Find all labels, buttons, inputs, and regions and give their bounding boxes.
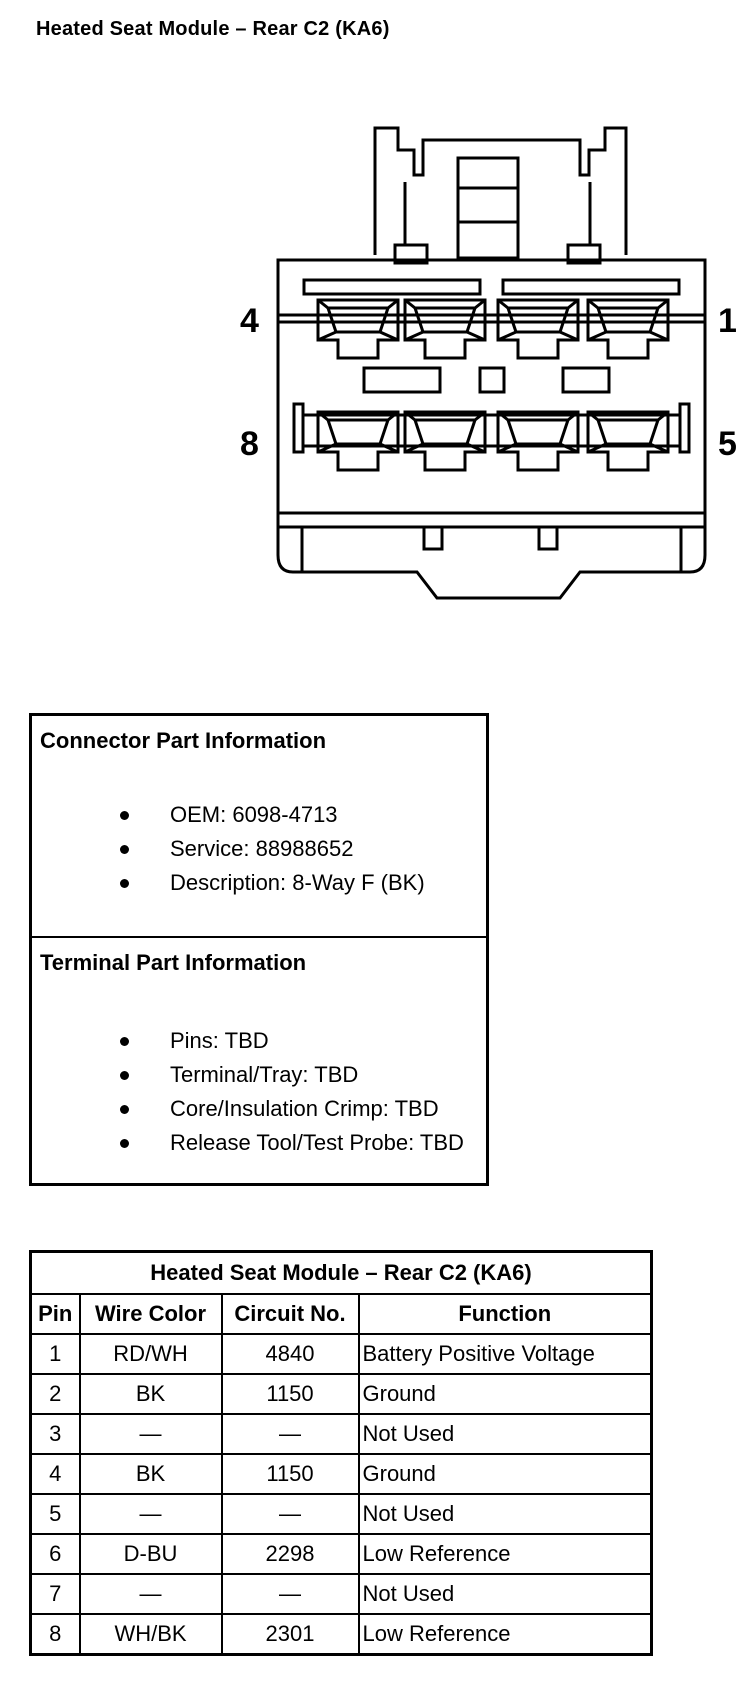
bullet-icon [120, 1037, 129, 1046]
column-header-circuit-no: Circuit No. [220, 1293, 360, 1335]
part-information-box: Connector Part Information OEM: 6098-471… [29, 713, 489, 1186]
table-row: 1 RD/WH 4840 Battery Positive Voltage [29, 1333, 653, 1375]
pin-cell: 5 [29, 1493, 81, 1535]
bullet-icon [120, 1105, 129, 1114]
function-cell: Not Used [357, 1493, 653, 1535]
wire-color-cell: — [78, 1493, 223, 1535]
wire-color-cell: WH/BK [78, 1613, 223, 1656]
item-text: Terminal/Tray: TBD [170, 1062, 359, 1087]
bullet-icon [120, 879, 129, 888]
function-cell: Not Used [357, 1573, 653, 1615]
table-row: 5 — — Not Used [29, 1493, 653, 1535]
function-cell: Low Reference [357, 1613, 653, 1656]
pin-label-4: 4 [240, 302, 259, 340]
table-row: 7 — — Not Used [29, 1573, 653, 1615]
pin-cell: 3 [29, 1413, 81, 1455]
list-item: Core/Insulation Crimp: TBD [90, 1092, 464, 1126]
circuit-cell: — [220, 1573, 360, 1615]
terminal-info-list: Pins: TBD Terminal/Tray: TBD Core/Insula… [90, 1024, 464, 1160]
circuit-cell: — [220, 1493, 360, 1535]
pin-cell: 6 [29, 1533, 81, 1575]
table-row: 3 — — Not Used [29, 1413, 653, 1455]
connector-info-title: Connector Part Information [40, 728, 327, 753]
circuit-cell: 1150 [220, 1373, 360, 1415]
item-text: OEM: 6098-4713 [170, 802, 338, 827]
function-cell: Not Used [357, 1413, 653, 1455]
table-title: Heated Seat Module – Rear C2 (KA6) [29, 1250, 653, 1295]
item-text: Release Tool/Test Probe: TBD [170, 1130, 464, 1155]
item-text: Core/Insulation Crimp: TBD [170, 1096, 439, 1121]
wire-color-cell: BK [78, 1373, 223, 1415]
bullet-icon [120, 1071, 129, 1080]
list-item: Description: 8-Way F (BK) [90, 866, 425, 900]
table-row: 4 BK 1150 Ground [29, 1453, 653, 1495]
circuit-cell: 4840 [220, 1333, 360, 1375]
function-cell: Ground [357, 1373, 653, 1415]
circuit-cell: — [220, 1413, 360, 1455]
list-item: OEM: 6098-4713 [90, 798, 425, 832]
circuit-cell: 1150 [220, 1453, 360, 1495]
terminal-info-title: Terminal Part Information [40, 950, 307, 975]
connector-part-information: Connector Part Information OEM: 6098-471… [32, 716, 486, 938]
table-title-row: Heated Seat Module – Rear C2 (KA6) [29, 1250, 653, 1295]
wire-color-cell: — [78, 1413, 223, 1455]
circuit-cell: 2301 [220, 1613, 360, 1656]
connector-info-list: OEM: 6098-4713 Service: 88988652 Descrip… [90, 798, 425, 900]
wire-color-cell: — [78, 1573, 223, 1615]
wire-color-cell: BK [78, 1453, 223, 1495]
page-title: Heated Seat Module – Rear C2 (KA6) [36, 18, 390, 40]
bullet-icon [120, 1139, 129, 1148]
column-header-function: Function [357, 1293, 653, 1335]
wire-color-cell: D-BU [78, 1533, 223, 1575]
terminal-part-information: Terminal Part Information Pins: TBD Term… [32, 938, 486, 1183]
pin-cell: 2 [29, 1373, 81, 1415]
function-cell: Low Reference [357, 1533, 653, 1575]
pin-cell: 8 [29, 1613, 81, 1656]
bullet-icon [120, 811, 129, 820]
pin-label-5: 5 [718, 425, 737, 463]
item-text: Description: 8-Way F (BK) [170, 870, 425, 895]
function-cell: Battery Positive Voltage [357, 1333, 653, 1375]
list-item: Release Tool/Test Probe: TBD [90, 1126, 464, 1160]
pin-cell: 4 [29, 1453, 81, 1495]
pin-cell: 7 [29, 1573, 81, 1615]
pin-label-8: 8 [240, 425, 259, 463]
item-text: Service: 88988652 [170, 836, 354, 861]
list-item: Terminal/Tray: TBD [90, 1058, 464, 1092]
function-cell: Ground [357, 1453, 653, 1495]
column-header-wire-color: Wire Color [78, 1293, 223, 1335]
connector-face-diagram: 4 1 8 5 [240, 126, 737, 600]
item-text: Pins: TBD [170, 1028, 269, 1053]
table-header-row: Pin Wire Color Circuit No. Function [29, 1293, 653, 1335]
list-item: Service: 88988652 [90, 832, 425, 866]
bullet-icon [120, 845, 129, 854]
pin-function-table: Heated Seat Module – Rear C2 (KA6) Pin W… [29, 1250, 653, 1656]
list-item: Pins: TBD [90, 1024, 464, 1058]
table-row: 8 WH/BK 2301 Low Reference [29, 1613, 653, 1656]
column-header-pin: Pin [29, 1293, 81, 1335]
pin-label-1: 1 [718, 302, 737, 340]
circuit-cell: 2298 [220, 1533, 360, 1575]
pin-cell: 1 [29, 1333, 81, 1375]
table-row: 6 D-BU 2298 Low Reference [29, 1533, 653, 1575]
table-row: 2 BK 1150 Ground [29, 1373, 653, 1415]
wire-color-cell: RD/WH [78, 1333, 223, 1375]
